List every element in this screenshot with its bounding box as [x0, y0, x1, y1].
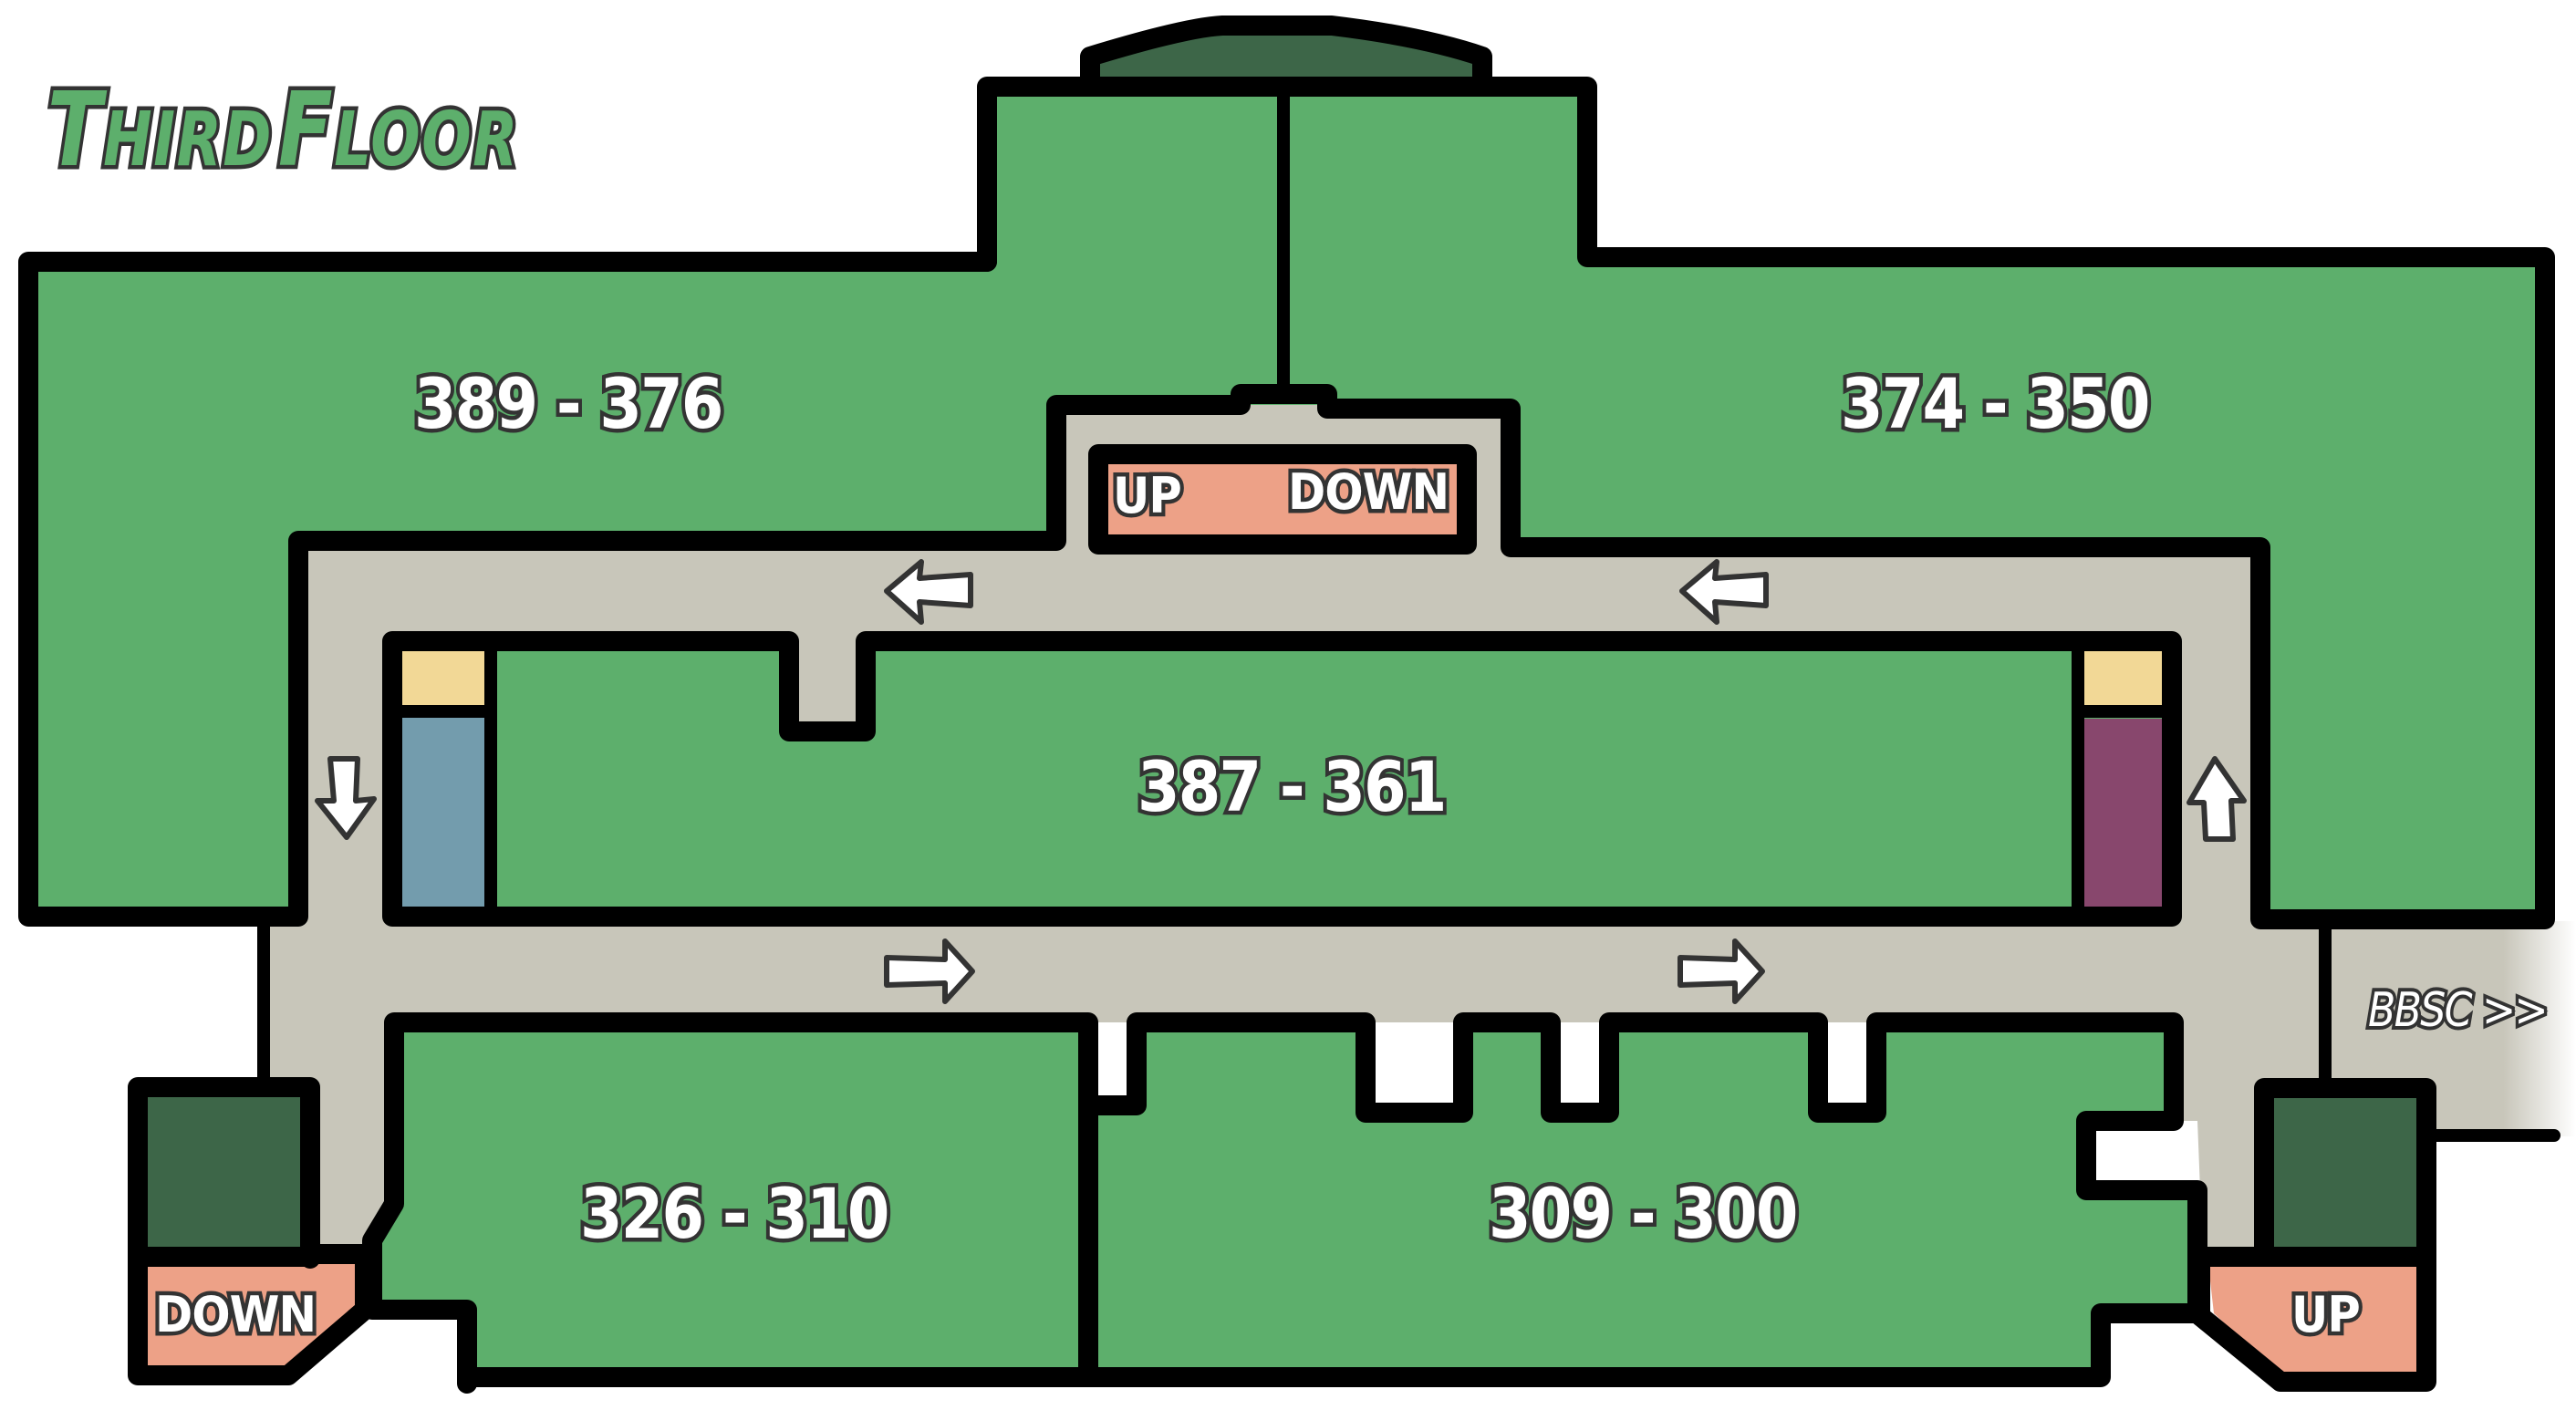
- restroom-yellow-right[interactable]: [2083, 648, 2166, 706]
- restroom-yellow-left[interactable]: [398, 648, 485, 706]
- room-label-309-300: 309 - 300: [1485, 1169, 1802, 1259]
- se-stairs-label: UP: [2288, 1282, 2364, 1348]
- room-label-389-376: 389 - 376: [410, 359, 727, 449]
- title-letter: F: [275, 67, 336, 194]
- stairs-down-label: DOWN: [1284, 460, 1453, 525]
- arrow-left-icon: [884, 559, 973, 625]
- arrow-up-icon: [2186, 756, 2247, 842]
- stairs-up-label: UP: [1109, 463, 1186, 529]
- room-389-376[interactable]: [28, 87, 1283, 917]
- walls: [18, 16, 2560, 1394]
- title-letter: T: [44, 67, 105, 194]
- room-374-350[interactable]: [1283, 87, 2545, 919]
- arrow-right-icon: [1678, 938, 1765, 1004]
- restroom-purple[interactable]: [2083, 719, 2166, 909]
- direction-arrows: [315, 559, 2247, 1004]
- arrow-right-icon: [884, 938, 975, 1004]
- se-stairs[interactable]: [2207, 1257, 2425, 1375]
- room-label-326-310: 326 - 310: [576, 1169, 893, 1259]
- title-word: HIRD: [100, 93, 275, 188]
- sw-stairwell: [142, 1094, 305, 1257]
- sw-stairs-label: DOWN: [151, 1282, 320, 1348]
- bbsc-exit-label[interactable]: BBSC >>: [2365, 980, 2551, 1042]
- sw-stairs[interactable]: [146, 1257, 365, 1371]
- room-label-374-350: 374 - 350: [1837, 359, 2154, 449]
- title-word: LOOR: [331, 93, 521, 188]
- arrow-left-icon: [1679, 559, 1769, 625]
- room-label-387-361: 387 - 361: [1134, 742, 1450, 832]
- central-stairs[interactable]: [1098, 454, 1467, 544]
- room-387-361[interactable]: [392, 641, 2172, 917]
- se-stairwell: [2270, 1096, 2425, 1259]
- restroom-blue[interactable]: [398, 718, 485, 909]
- arrow-down-icon: [315, 756, 377, 840]
- room-326-310[interactable]: [372, 1022, 1088, 1377]
- floor-title: THIRD FLOOR: [44, 67, 521, 194]
